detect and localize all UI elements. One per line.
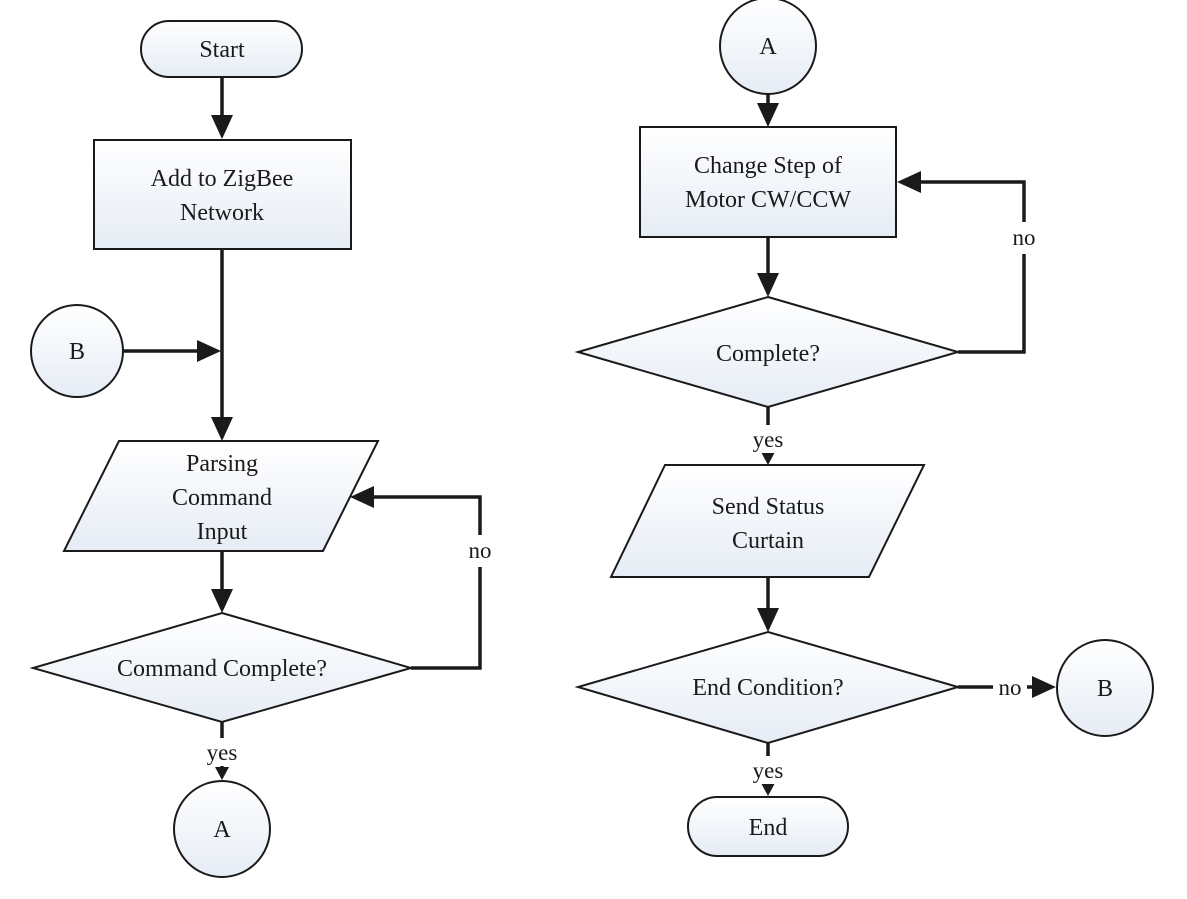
edge-a-to-change-step bbox=[757, 94, 779, 127]
edge-command-complete-yes: yes bbox=[200, 722, 244, 780]
edge-change-step-to-complete bbox=[757, 237, 779, 297]
command-complete-no-label: no bbox=[469, 538, 492, 563]
start-terminator: Start bbox=[140, 20, 303, 78]
edge-complete-no: no bbox=[897, 171, 1041, 354]
send-status-io: Send Status Curtain bbox=[609, 464, 926, 578]
add-network-label-line1: Add to ZigBee bbox=[151, 166, 294, 192]
command-complete-yes-label: yes bbox=[207, 740, 238, 765]
connector-a-bottom: A bbox=[173, 780, 271, 878]
connector-b-right-label: B bbox=[1097, 676, 1113, 702]
complete-label: Complete? bbox=[716, 341, 820, 367]
edge-parsing-to-command-complete bbox=[211, 551, 233, 613]
parsing-input-io: Parsing Command Input bbox=[62, 440, 380, 552]
connector-b-left-label: B bbox=[69, 339, 85, 365]
complete-no-label: no bbox=[1013, 225, 1036, 250]
change-step-label-line2: Motor CW/CCW bbox=[685, 187, 851, 213]
connector-a-top-label: A bbox=[759, 34, 777, 60]
end-condition-label: End Condition? bbox=[692, 675, 843, 701]
end-condition-yes-label: yes bbox=[753, 758, 784, 783]
command-complete-label: Command Complete? bbox=[117, 656, 327, 682]
edge-start-to-add bbox=[211, 78, 233, 139]
change-step-label-line1: Change Step of bbox=[694, 153, 842, 179]
add-network-label-line2: Network bbox=[180, 200, 264, 226]
add-network-process: Add to ZigBee Network bbox=[93, 139, 352, 250]
complete-decision: Complete? bbox=[574, 295, 962, 409]
edge-end-condition-yes: yes bbox=[746, 743, 790, 796]
edge-command-complete-no: no bbox=[350, 486, 497, 670]
complete-yes-label: yes bbox=[753, 427, 784, 452]
connector-b-left: B bbox=[30, 304, 124, 398]
edge-complete-yes: yes bbox=[746, 407, 790, 465]
end-condition-no-label: no bbox=[999, 675, 1022, 700]
connector-a-bottom-label: A bbox=[213, 817, 231, 843]
send-status-label-line1: Send Status bbox=[712, 494, 825, 520]
command-complete-decision: Command Complete? bbox=[29, 611, 415, 724]
send-status-label-line2: Curtain bbox=[732, 528, 804, 554]
edge-add-to-parsing bbox=[211, 249, 233, 441]
connector-b-right: B bbox=[1056, 639, 1154, 737]
edge-send-status-to-end-condition bbox=[757, 577, 779, 632]
end-label: End bbox=[749, 815, 788, 841]
start-label: Start bbox=[199, 37, 245, 63]
parsing-label-line3: Input bbox=[197, 519, 248, 545]
parsing-label-line1: Parsing bbox=[186, 451, 258, 477]
parsing-label-line2: Command bbox=[172, 485, 272, 511]
connector-a-top: A bbox=[719, 0, 817, 95]
end-terminator: End bbox=[687, 796, 849, 857]
edge-b-to-join bbox=[123, 340, 221, 362]
end-condition-decision: End Condition? bbox=[574, 630, 962, 745]
edge-end-condition-no: no bbox=[958, 673, 1056, 701]
change-step-process: Change Step of Motor CW/CCW bbox=[639, 126, 897, 238]
